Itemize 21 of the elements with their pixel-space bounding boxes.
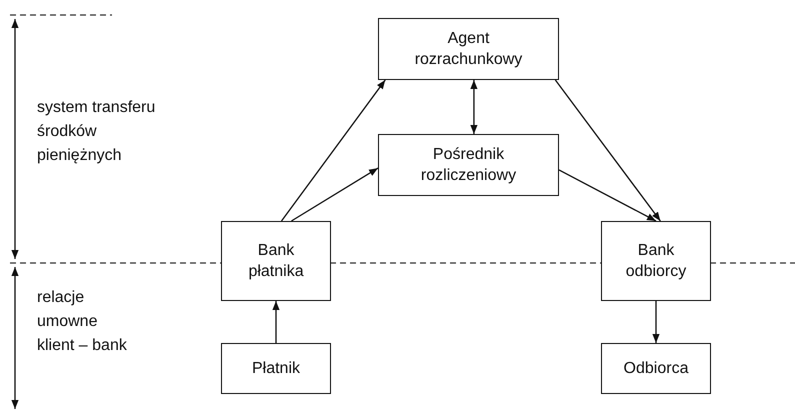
process-box [601,343,711,394]
arrow [291,168,378,222]
process-box [378,134,559,196]
box-label: Bank płatnika [247,241,305,282]
arrow [652,301,660,343]
arrow [554,80,661,222]
arrow [272,301,280,343]
zone-label: relacje umowne klient – bank [37,288,127,356]
box-label: Płatnik [250,359,302,379]
process-box [221,221,331,301]
box-label: Odbiorca [622,359,690,379]
process-box [601,221,711,301]
process-box [221,343,331,394]
box-label: Bank odbiorcy [624,241,688,282]
box-label: Pośrednik rozliczeniowy [420,145,518,186]
process-box [378,18,559,80]
zone-label: system transferu środków pieniężnych [37,98,156,166]
arrow [280,80,386,222]
arrow [470,80,478,134]
box-label: Agent rozrachunkowy [414,29,524,70]
arrow [558,169,656,222]
